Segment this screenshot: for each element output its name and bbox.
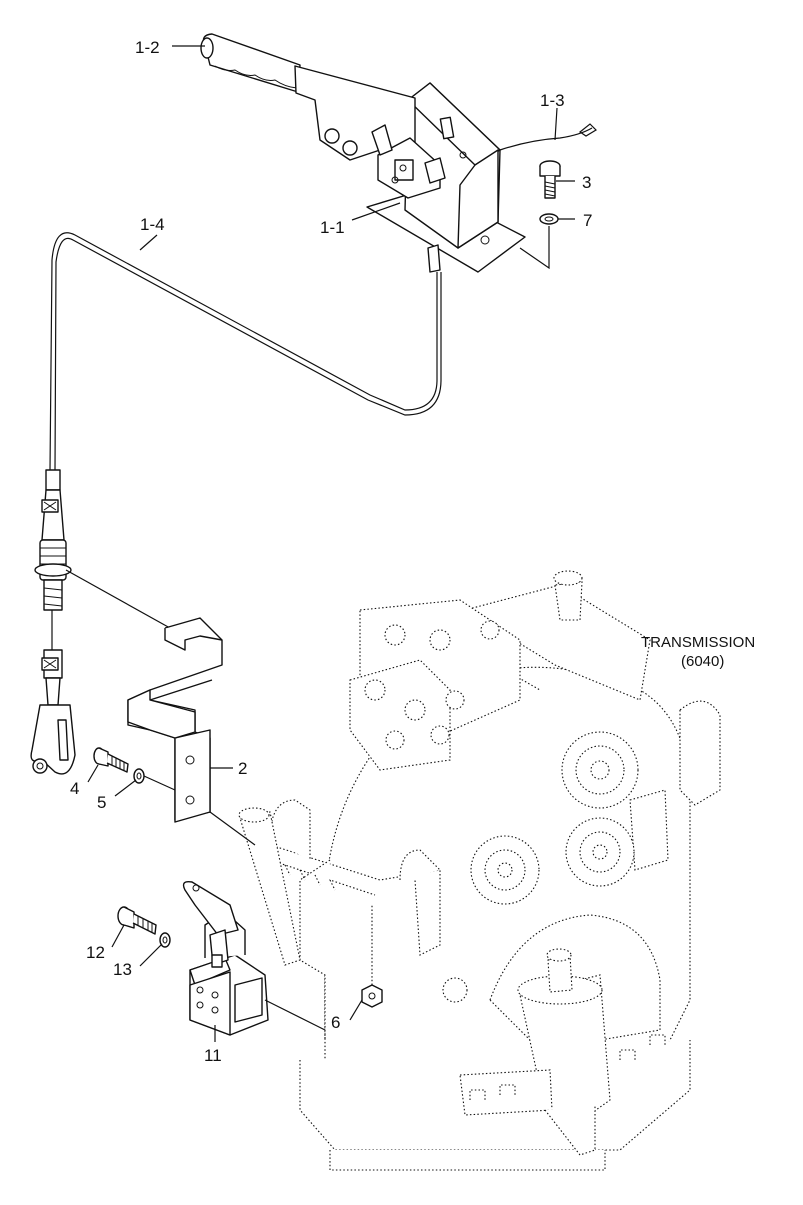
hand-brake-lever-assembly [200,33,526,273]
label-5: 5 [97,793,106,812]
transmission-label: TRANSMISSION [641,634,755,651]
label-12: 12 [86,943,105,962]
bolt-3-part [539,160,561,199]
washer-7-part [539,213,559,225]
transmission-code: (6040) [681,653,724,670]
washer-5-part [133,768,145,784]
transmission-housing [238,570,721,1171]
label-1-2: 1-2 [135,38,160,57]
label-1-1: 1-1 [320,218,345,237]
label-2: 2 [238,759,247,778]
callout-leaders [87,45,575,1042]
label-7: 7 [583,211,592,230]
nut-6-part [361,905,383,1008]
caliper-11-part [182,880,269,1036]
bracket-2-part [127,617,223,823]
label-1-3: 1-3 [540,91,565,110]
label-6: 6 [331,1013,340,1032]
label-1-4: 1-4 [140,215,165,234]
label-3: 3 [582,173,591,192]
label-13: 13 [113,960,132,979]
bolt-4-part [93,747,129,773]
switch-wire [499,123,597,151]
washer-13-part [159,932,171,948]
label-4: 4 [70,779,79,798]
brake-cable [30,232,442,775]
label-11: 11 [204,1046,222,1065]
bolt-12-part [117,906,157,935]
